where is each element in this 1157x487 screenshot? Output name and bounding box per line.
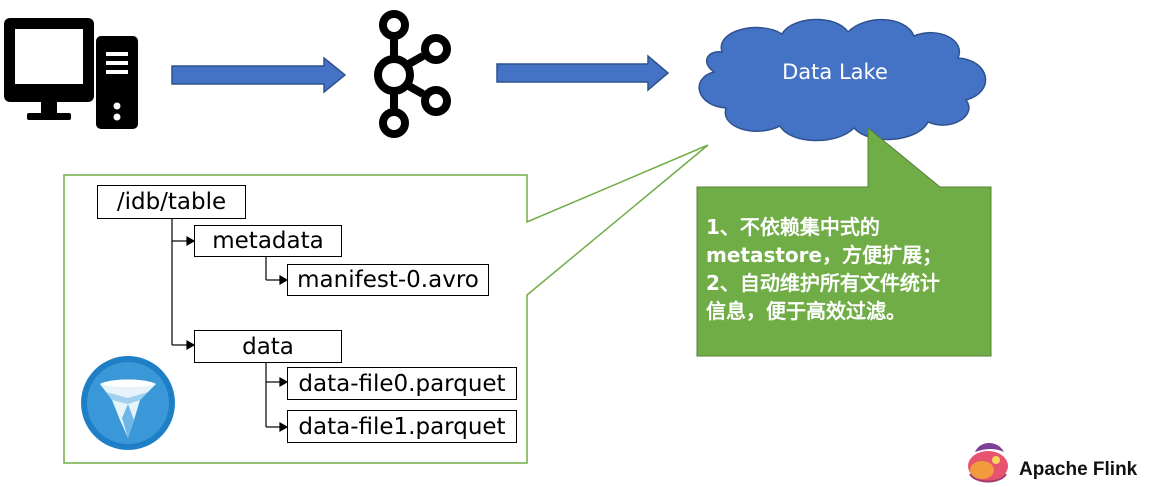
tree-node-file0-label: data-file0.parquet xyxy=(298,370,506,397)
tree-node-manifest: manifest-0.avro xyxy=(287,264,489,296)
callout-line: 1、不依赖集中式的 xyxy=(706,215,880,239)
tree-node-metadata-label: metadata xyxy=(212,228,324,254)
tree-node-file1-label: data-file1.parquet xyxy=(298,413,506,440)
data-lake-cloud xyxy=(698,18,987,142)
tree-node-file1: data-file1.parquet xyxy=(287,410,517,443)
green-callout-box xyxy=(696,126,992,357)
apache-flink-label: Apache Flink xyxy=(1019,459,1138,480)
tree-callout-frame xyxy=(63,144,709,464)
apache-flink-logo-icon xyxy=(968,443,1008,483)
callout-line: 2、自动维护所有文件统计 xyxy=(706,271,940,295)
callout-text: 1、不依赖集中式的 metastore，方便扩展； 2、自动维护所有文件统计 信… xyxy=(706,213,986,325)
tree-node-file0: data-file0.parquet xyxy=(287,367,517,400)
tree-node-manifest-label: manifest-0.avro xyxy=(297,267,479,293)
tree-node-metadata: metadata xyxy=(194,225,342,257)
tree-node-root-label: /idb/table xyxy=(116,189,227,215)
iceberg-logo-icon xyxy=(81,356,175,450)
desktop-computer-icon xyxy=(4,18,138,129)
data-lake-label: Data Lake xyxy=(782,60,888,84)
tree-node-data-label: data xyxy=(242,333,294,360)
callout-line: 信息，便于高效过滤。 xyxy=(706,299,906,323)
tree-node-data: data xyxy=(194,330,342,363)
kafka-icon xyxy=(374,10,451,138)
tree-node-root: /idb/table xyxy=(97,185,246,219)
callout-line: metastore，方便扩展； xyxy=(706,243,943,267)
arrow-computer-to-kafka xyxy=(171,56,347,94)
arrow-kafka-to-datalake xyxy=(496,54,670,92)
tree-connectors xyxy=(171,218,289,433)
